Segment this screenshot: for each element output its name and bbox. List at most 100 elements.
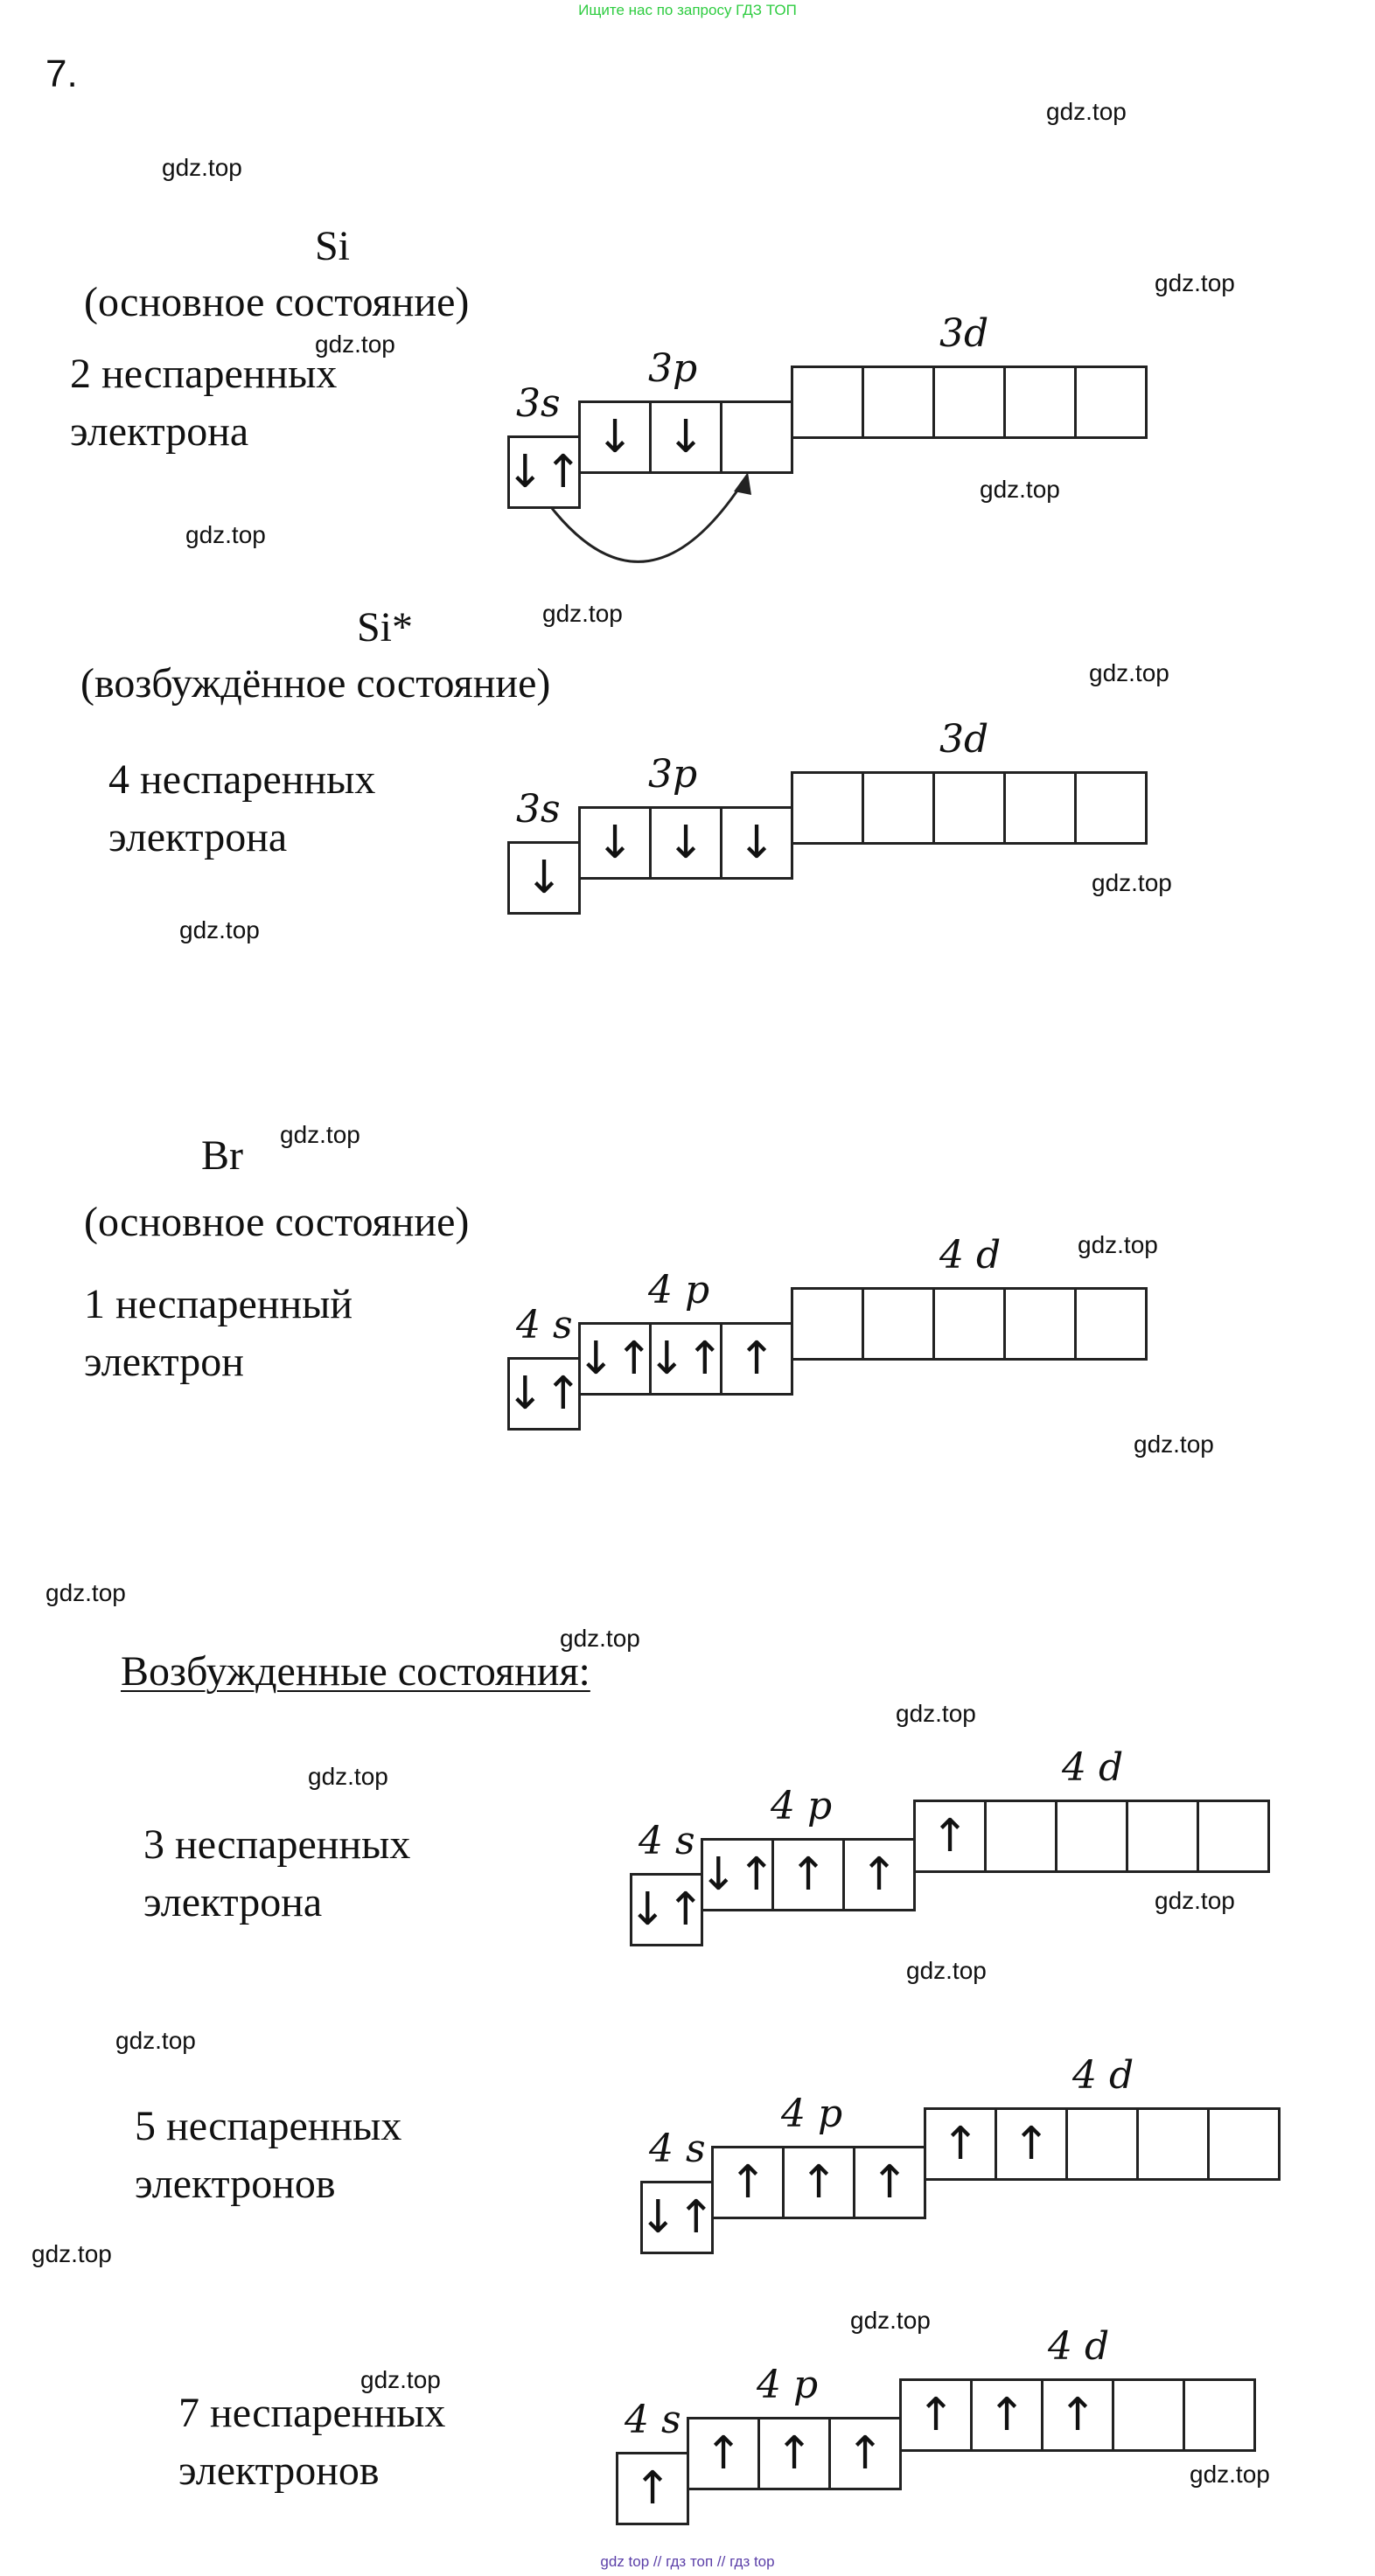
p-orbital-cell: ↓ (649, 400, 722, 474)
p-sublevel-label: 3p (648, 752, 698, 797)
watermark: gdz.top (179, 916, 260, 943)
excited-states-heading: Возбужденные состояния: (121, 1648, 590, 1695)
p-sublevel-label: 4 p (771, 1784, 833, 1828)
s-sublevel-label: 4 s (639, 1819, 695, 1863)
d-orbital-cell (791, 771, 864, 845)
d-orbital-cell: ↑ (1041, 2378, 1114, 2452)
p-orbital-cell: ↑ (842, 1838, 916, 1911)
d-sublevel-label: 4 d (1062, 1745, 1124, 1790)
watermark: gdz.top (980, 476, 1060, 503)
d-orbital-cell: ↑ (913, 1800, 987, 1873)
p-orbital-cell: ↓↑ (576, 1322, 653, 1396)
p-orbital-cell: ↑ (757, 2417, 831, 2490)
watermark: gdz.top (315, 331, 395, 358)
watermark: gdz.top (360, 2366, 441, 2393)
br-exc3-line2: электрона (143, 1879, 323, 1925)
d-orbital-cell (1074, 771, 1148, 845)
p-orbital-cell: ↓↑ (647, 1322, 724, 1396)
watermark: gdz.top (906, 1957, 987, 1984)
watermark: gdz.top (1134, 1431, 1214, 1458)
watermark: gdz.top (185, 521, 266, 548)
d-orbital-cell: ↑ (970, 2378, 1043, 2452)
br-ground-state-label: (основное состояние) (84, 1199, 470, 1245)
d-orbital-cell (1207, 2107, 1281, 2181)
d-orbital-cell (1136, 2107, 1210, 2181)
s-sublevel-label: 3s (516, 381, 561, 426)
br-exc3-line1: 3 неспаренных (143, 1821, 411, 1868)
p-orbital-cell: ↑ (853, 2146, 926, 2219)
d-orbital-cell (1112, 2378, 1185, 2452)
watermark: gdz.top (308, 1763, 388, 1790)
p-sublevel-label: 4 p (757, 2363, 819, 2407)
d-sublevel-label: 4 d (939, 1233, 1002, 1278)
br-exc5-line2: электронов (135, 2161, 336, 2207)
s-sublevel-label: 4 s (516, 1303, 573, 1347)
d-orbital-cell (1197, 1800, 1270, 1873)
s-sublevel-label: 3s (516, 787, 561, 832)
d-orbital-cell (791, 366, 864, 439)
p-orbital-cell: ↑ (720, 1322, 793, 1396)
br-exc7-line2: электронов (178, 2447, 380, 2494)
d-orbital-cell (932, 366, 1006, 439)
p-sublevel-label: 4 p (648, 1268, 710, 1312)
footer: gdz top // гдз топ // гдз top (600, 2553, 775, 2570)
watermark: gdz.top (1092, 869, 1172, 896)
s-orbital-cell: ↓↑ (506, 1357, 583, 1431)
d-orbital-cell (862, 771, 935, 845)
d-sublevel-label: 3d (939, 311, 989, 356)
d-orbital-cell (1003, 366, 1077, 439)
s-orbital-cell: ↓ (507, 841, 581, 915)
watermark: gdz.top (1046, 98, 1127, 125)
watermark: gdz.top (280, 1121, 360, 1148)
top-banner: Ищите нас по запросу ГДЗ ТОП (578, 2, 797, 18)
d-orbital-cell (1055, 1800, 1128, 1873)
watermark: gdz.top (1155, 269, 1235, 296)
s-sublevel-label: 4 s (649, 2127, 706, 2171)
d-sublevel-label: 4 d (1072, 2053, 1134, 2098)
p-sublevel-label: 4 p (781, 2092, 843, 2136)
d-sublevel-label: 3d (939, 717, 989, 762)
p-orbital-cell: ↓ (720, 806, 793, 880)
watermark: gdz.top (45, 1579, 126, 1606)
d-orbital-cell: ↑ (995, 2107, 1068, 2181)
p-sublevel-label: 3p (648, 346, 698, 391)
si-excited-unpaired-line1: 4 неспаренных (108, 756, 376, 803)
d-orbital-cell: ↑ (924, 2107, 997, 2181)
si-unpaired-line1: 2 неспаренных (70, 351, 338, 397)
watermark: gdz.top (560, 1625, 640, 1652)
p-orbital-cell: ↓ (649, 806, 722, 880)
watermark: gdz.top (896, 1700, 976, 1727)
watermark: gdz.top (1190, 2461, 1270, 2488)
si-unpaired-line2: электрона (70, 408, 249, 455)
si-symbol: Si (314, 223, 351, 269)
si-excited-unpaired-line2: электрона (108, 814, 288, 860)
d-orbital-cell (1003, 1287, 1077, 1361)
watermark: gdz.top (162, 154, 242, 181)
si-excited-symbol: Si* (356, 604, 414, 651)
d-orbital-cell: ↑ (899, 2378, 973, 2452)
s-sublevel-label: 4 s (625, 2398, 681, 2442)
task-number: 7. (45, 52, 78, 95)
p-orbital-cell: ↑ (711, 2146, 785, 2219)
p-orbital-cell: ↑ (771, 1838, 845, 1911)
d-orbital-cell (1065, 2107, 1139, 2181)
p-orbital-cell: ↓ (578, 400, 652, 474)
watermark: gdz.top (1155, 1887, 1235, 1914)
d-orbital-cell (1074, 366, 1148, 439)
p-orbital-cell: ↑ (782, 2146, 855, 2219)
watermark: gdz.top (31, 2240, 112, 2267)
d-orbital-cell (791, 1287, 864, 1361)
d-orbital-cell (984, 1800, 1057, 1873)
d-orbital-cell (862, 1287, 935, 1361)
s-orbital-cell: ↓↑ (639, 2181, 715, 2254)
d-orbital-cell (1074, 1287, 1148, 1361)
watermark: gdz.top (850, 2307, 931, 2334)
br-symbol: Br (201, 1132, 243, 1179)
p-orbital-cell: ↑ (828, 2417, 902, 2490)
d-orbital-cell (1126, 1800, 1199, 1873)
s-orbital-cell: ↓↑ (628, 1873, 705, 1946)
d-orbital-cell (932, 771, 1006, 845)
p-orbital-cell: ↓ (578, 806, 652, 880)
d-sublevel-label: 4 d (1048, 2324, 1110, 2369)
p-orbital-cell: ↓↑ (699, 1838, 776, 1911)
